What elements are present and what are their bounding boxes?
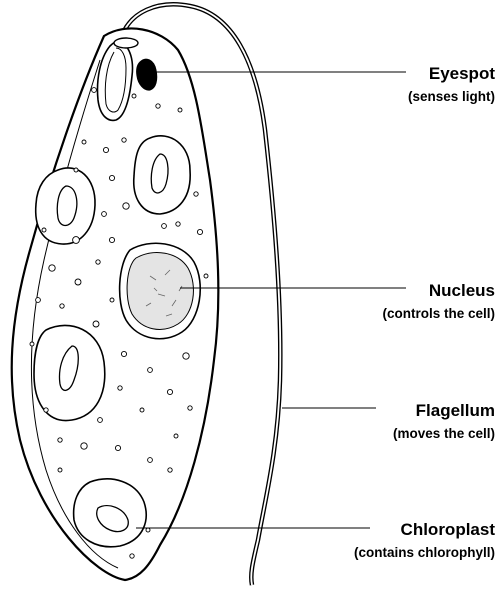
chloroplast (34, 325, 105, 420)
chloroplast (74, 479, 147, 547)
chloroplast (134, 136, 190, 214)
chloroplast-sublabel: (contains chlorophyll) (354, 545, 495, 560)
eyespot-label: Eyespot (429, 64, 495, 83)
flagellum-label: Flagellum (416, 401, 495, 420)
chloroplast (36, 168, 95, 244)
nucleus (120, 243, 201, 339)
flagellum-sublabel: (moves the cell) (393, 426, 495, 441)
eyespot-sublabel: (senses light) (408, 89, 495, 104)
chloroplast-label: Chloroplast (401, 520, 496, 539)
nucleus-label: Nucleus (429, 281, 495, 300)
nucleus-sublabel: (controls the cell) (382, 306, 495, 321)
